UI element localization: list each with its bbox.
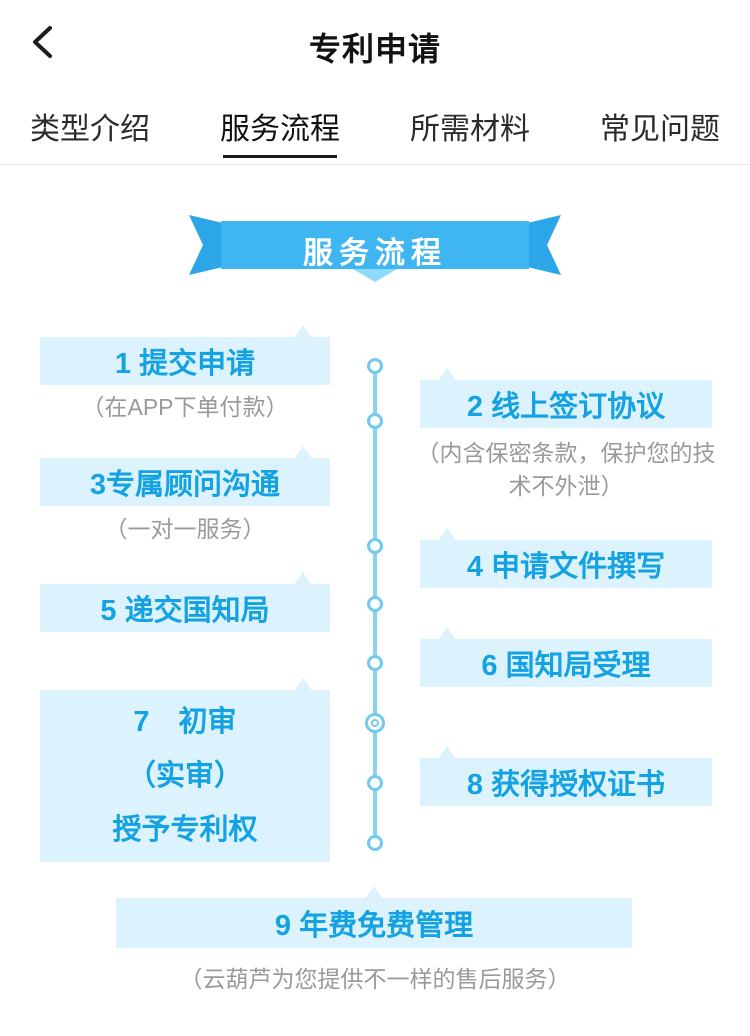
- banner-title: 服务流程: [303, 237, 447, 270]
- step-9-label: 9 年费免费管理: [274, 910, 474, 942]
- step-3-note: （一对一服务）: [104, 516, 266, 542]
- active-tab-underline: [223, 155, 337, 158]
- step-2-label: 2 线上签订协议: [466, 391, 666, 423]
- ribbon-bottom-notch: [353, 269, 397, 282]
- timeline-node-5: [367, 655, 383, 671]
- timeline-node-2: [367, 413, 383, 429]
- step-4-bubble-tail: [438, 528, 456, 541]
- step-5-label: 5 递交国知局: [100, 595, 270, 627]
- tab-label: 类型介绍: [30, 113, 150, 146]
- timeline-node-3: [367, 538, 383, 554]
- tab-label: 常见问题: [600, 113, 720, 146]
- step-7-line-2: （实审）: [126, 760, 243, 792]
- step-9-bubble-tail: [365, 886, 383, 899]
- header: 专利申请: [0, 0, 750, 88]
- step-8-box: 8 获得授权证书: [420, 746, 712, 806]
- step-3-label: 3专属顾问沟通: [89, 469, 281, 501]
- chevron-left-icon: [33, 26, 52, 58]
- step-6-box: 6 国知局受理: [420, 627, 712, 687]
- step-1-bubble-tail: [294, 325, 312, 338]
- step-3-bubble-tail: [294, 446, 312, 459]
- back-button[interactable]: [22, 20, 62, 64]
- step-8-label: 8 获得授权证书: [466, 769, 666, 801]
- step-7-line-3: 授予专利权: [112, 814, 258, 846]
- step-7-bubble-tail: [294, 678, 312, 691]
- step-1-label: 1 提交申请: [114, 348, 256, 380]
- timeline-node-inner-ring: [371, 719, 379, 727]
- timeline-node-6-double: [365, 713, 385, 733]
- step-7-box: 7 初审 （实审） 授予专利权: [40, 678, 330, 862]
- timeline-node-4: [367, 596, 383, 612]
- tab-service-process[interactable]: 服务流程: [220, 88, 340, 164]
- step-5-box: 5 递交国知局: [40, 572, 330, 632]
- step-7-line-1: 7 初审: [133, 706, 237, 738]
- step-2-bubble-tail: [438, 368, 456, 381]
- step-1-box: 1 提交申请: [40, 325, 330, 385]
- tab-bar: 类型介绍 服务流程 所需材料 常见问题: [0, 88, 750, 165]
- step-3-box: 3专属顾问沟通: [40, 446, 330, 506]
- step-9-note: （云葫芦为您提供不一样的售后服务）: [179, 966, 571, 992]
- timeline-node-1: [367, 358, 383, 374]
- step-4-label: 4 申请文件撰写: [466, 551, 666, 583]
- tab-label: 所需材料: [410, 113, 530, 146]
- ribbon-right-flag: [523, 215, 561, 275]
- ribbon-band: [221, 221, 529, 269]
- tab-label: 服务流程: [220, 113, 340, 146]
- step-8-bubble-tail: [438, 746, 456, 759]
- tab-faq[interactable]: 常见问题: [600, 88, 720, 164]
- step-2-note: （内含保密条款，保护您的技术不外泄）: [416, 440, 716, 499]
- tab-type-intro[interactable]: 类型介绍: [30, 88, 150, 164]
- step-6-bubble-tail: [438, 627, 456, 640]
- ribbon-left-flag: [189, 215, 227, 275]
- step-6-label: 6 国知局受理: [481, 650, 651, 682]
- step-9-box: 9 年费免费管理: [116, 886, 632, 948]
- tab-required-materials[interactable]: 所需材料: [410, 88, 530, 164]
- page-title: 专利申请: [308, 31, 441, 67]
- step-5-bubble-tail: [294, 572, 312, 585]
- step-1-note: （在APP下单付款）: [81, 394, 289, 420]
- timeline-node-7: [367, 775, 383, 791]
- step-4-box: 4 申请文件撰写: [420, 528, 712, 588]
- step-2-box: 2 线上签订协议: [420, 368, 712, 428]
- ribbon-banner: [189, 215, 561, 282]
- timeline-node-8: [367, 835, 383, 851]
